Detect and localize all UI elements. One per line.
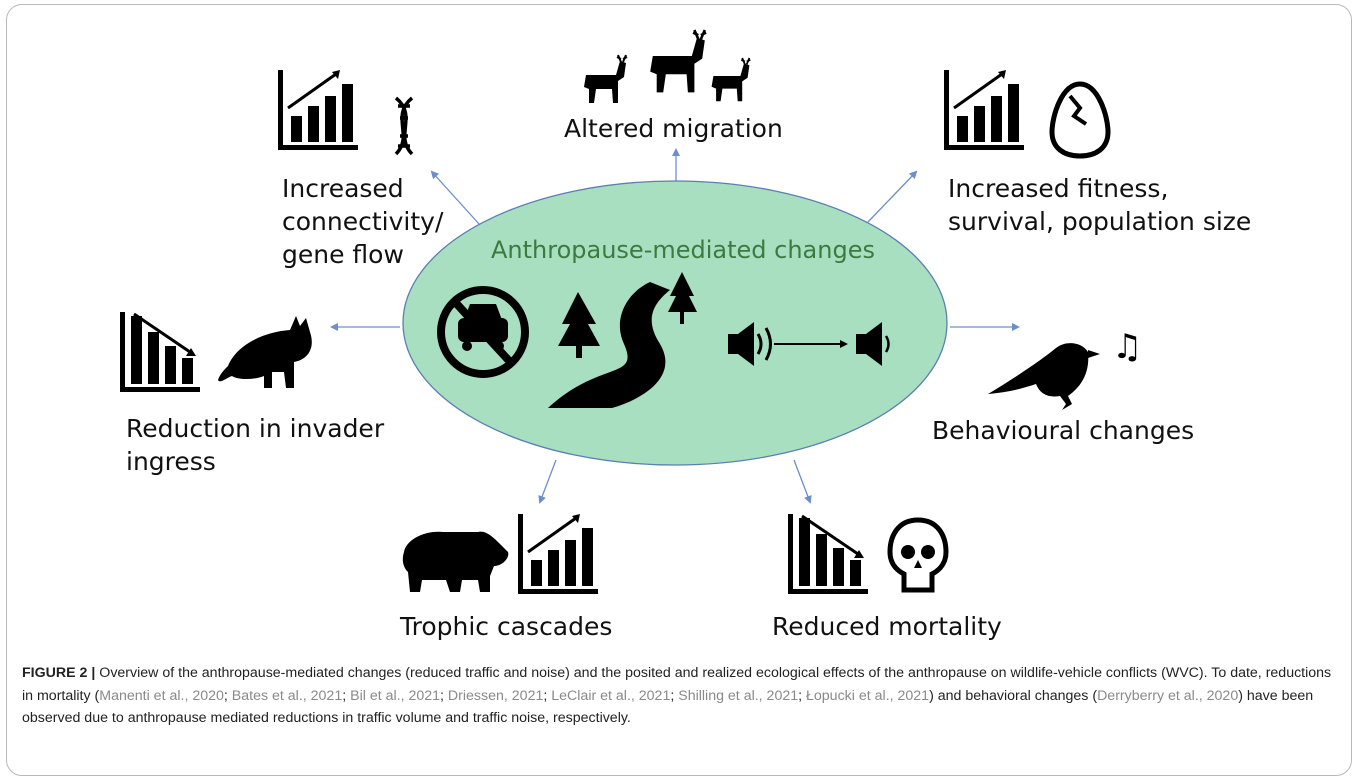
- bird-icon: [988, 343, 1100, 410]
- citation-link[interactable]: Bil et al., 2021: [350, 687, 441, 704]
- citation-link[interactable]: LeClair et al., 2021: [551, 687, 671, 704]
- no-car-icon: [437, 286, 529, 378]
- effect-arrows: [330, 148, 1020, 504]
- figure-frame: [6, 4, 1352, 776]
- citation-link[interactable]: Derryberry et al., 2020: [1097, 687, 1239, 704]
- caption-separator: ;: [440, 687, 448, 704]
- cat-icon: [218, 316, 312, 388]
- tree-icon: [558, 272, 697, 358]
- label-invader: Reduction in invader ingress: [126, 414, 385, 476]
- caption-separator: ;: [543, 687, 552, 704]
- skull-icon: [887, 517, 949, 593]
- center-label: Anthropause-mediated changes: [491, 236, 875, 264]
- label-migration: Altered migration: [564, 114, 783, 143]
- label-trophic: Trophic cascades: [400, 612, 613, 641]
- label-connectivity: Increased connectivity/ gene flow: [282, 174, 444, 269]
- caption-text: ) and behavioral changes (: [929, 687, 1098, 704]
- chart-down-icon: [118, 310, 202, 394]
- caption-separator: ;: [342, 687, 351, 704]
- chart-up-icon: [276, 68, 360, 152]
- deer-icon: [583, 28, 752, 104]
- citation-link[interactable]: Łopucki et al., 2021: [806, 687, 930, 704]
- citation-link[interactable]: Manenti et al., 2020: [99, 687, 224, 704]
- caption-text: Overview of the anthropause-mediated cha…: [22, 665, 1332, 704]
- figure-label: FIGURE 2 |: [22, 665, 96, 681]
- anthropause-ellipse: [402, 180, 948, 466]
- road-icon: [548, 282, 670, 408]
- citation-link[interactable]: Shilling et al., 2021: [678, 687, 799, 704]
- label-fitness: Increased fitness, survival, population …: [948, 174, 1252, 236]
- caption-separator: ;: [223, 687, 232, 704]
- music-note-icon: ♫: [1112, 327, 1142, 367]
- bear-icon: [402, 531, 509, 592]
- label-behaviour: Behavioural changes: [932, 416, 1195, 445]
- citation-link[interactable]: Driessen, 2021: [447, 687, 544, 704]
- chart-up-icon: [942, 68, 1026, 152]
- caption-text: ) have been observed due to anthropause …: [22, 687, 1314, 727]
- egg-icon: [1049, 81, 1111, 159]
- caption-separator: ;: [670, 687, 679, 704]
- diagram: ♫: [118, 28, 1142, 596]
- speaker-icon: [728, 322, 890, 366]
- chart-up-icon: [516, 512, 600, 596]
- caption-separator: ;: [798, 687, 807, 704]
- citation-link[interactable]: Bates et al., 2021: [231, 687, 343, 704]
- figure-caption: FIGURE 2 | Overview of the anthropause-m…: [22, 662, 1338, 730]
- label-mortality: Reduced mortality: [772, 612, 1002, 641]
- dna-icon: [394, 96, 414, 156]
- chart-down-icon: [786, 512, 870, 596]
